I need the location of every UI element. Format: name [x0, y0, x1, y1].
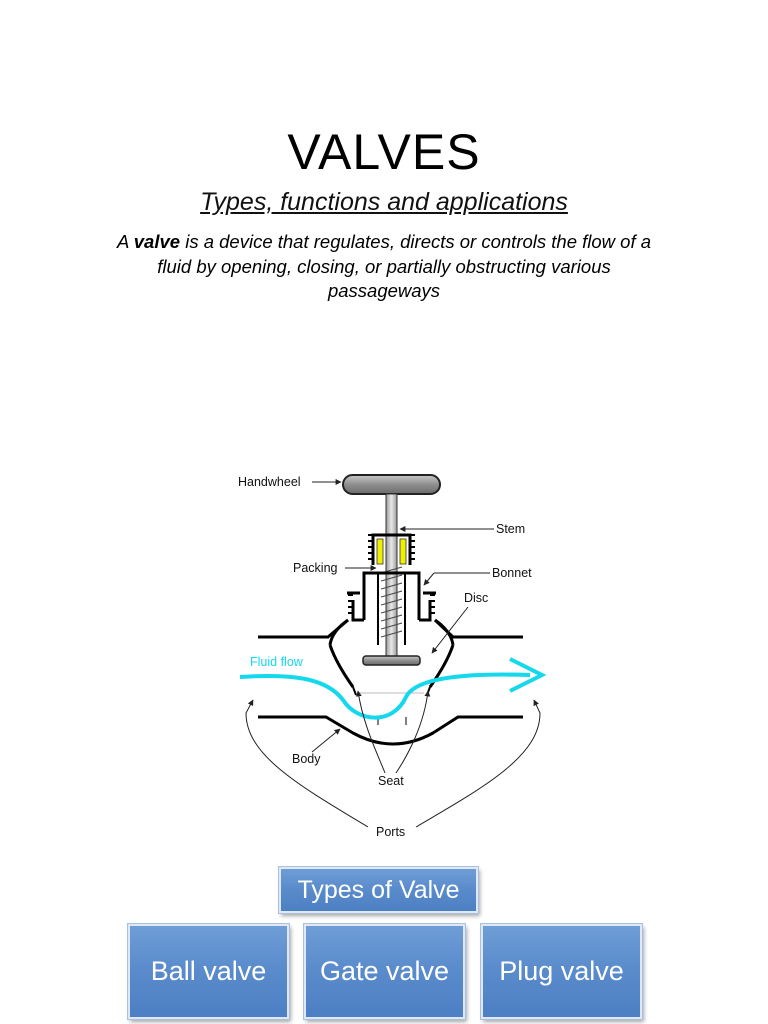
definition-text: is a device that regulates, directs or c… [157, 231, 652, 301]
plug-valve-box[interactable]: Plug valve [481, 924, 642, 1019]
types-of-valve-header: Types of Valve [279, 867, 478, 913]
label-body: Body [292, 752, 321, 766]
slide-subtitle: Types, functions and applications [200, 188, 568, 216]
packing-shape [368, 533, 415, 565]
stem-shape [380, 493, 403, 658]
fluid-flow-arrow [239, 657, 547, 720]
leader-arrows [245, 479, 541, 828]
label-packing: Packing [293, 561, 338, 575]
label-ports: Ports [376, 825, 405, 839]
slide-title: VALVES [287, 124, 481, 180]
bonnet-shape [347, 571, 436, 645]
label-bonnet: Bonnet [492, 566, 532, 580]
handwheel-shape [342, 474, 441, 495]
label-seat: Seat [378, 774, 404, 788]
gate-valve-box[interactable]: Gate valve [304, 924, 465, 1019]
definition-prefix: A [116, 231, 134, 252]
valve-definition: A valve is a device that regulates, dire… [100, 230, 668, 304]
valve-body-shape [258, 618, 523, 746]
valve-diagram: Handwheel Stem Packing Bonnet Disc Fluid… [228, 455, 558, 850]
definition-keyword: valve [133, 231, 181, 252]
label-fluid-flow: Fluid flow [250, 655, 304, 669]
label-stem: Stem [496, 522, 525, 536]
label-disc: Disc [464, 591, 488, 605]
ball-valve-box[interactable]: Ball valve [128, 924, 289, 1019]
disc-shape [362, 655, 421, 666]
label-handwheel: Handwheel [238, 475, 301, 489]
